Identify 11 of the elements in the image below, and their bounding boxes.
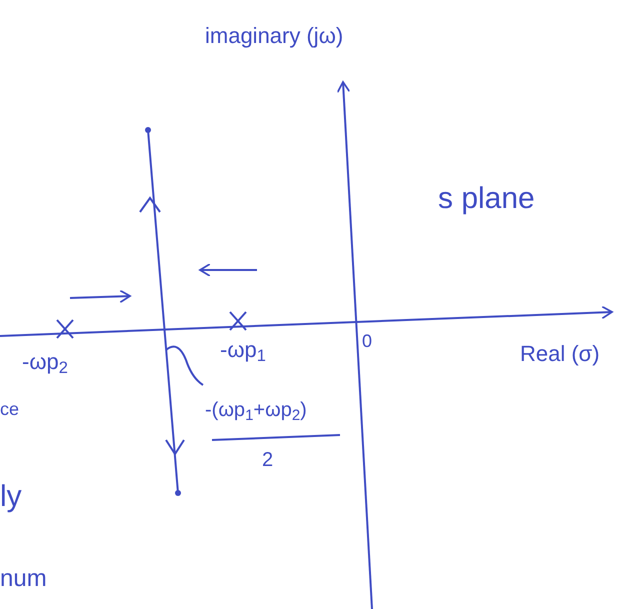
axis-label: num	[0, 564, 47, 594]
axis-label: -ωp$_{1}$	[220, 336, 266, 364]
axis-label: -ωp$_{2}$	[22, 348, 68, 376]
axis-label: ly	[0, 479, 22, 515]
axis-label: imaginary (jω)	[205, 22, 344, 50]
axis-label: Real (σ)	[520, 340, 600, 368]
axis-label: -(ωp$_{1}$+ωp$_{2}$)	[205, 398, 307, 423]
axis-label: s plane	[438, 181, 535, 217]
axis-label: 2	[262, 448, 274, 473]
axis-label: 0	[362, 330, 372, 352]
axis-label: ce	[0, 398, 20, 420]
